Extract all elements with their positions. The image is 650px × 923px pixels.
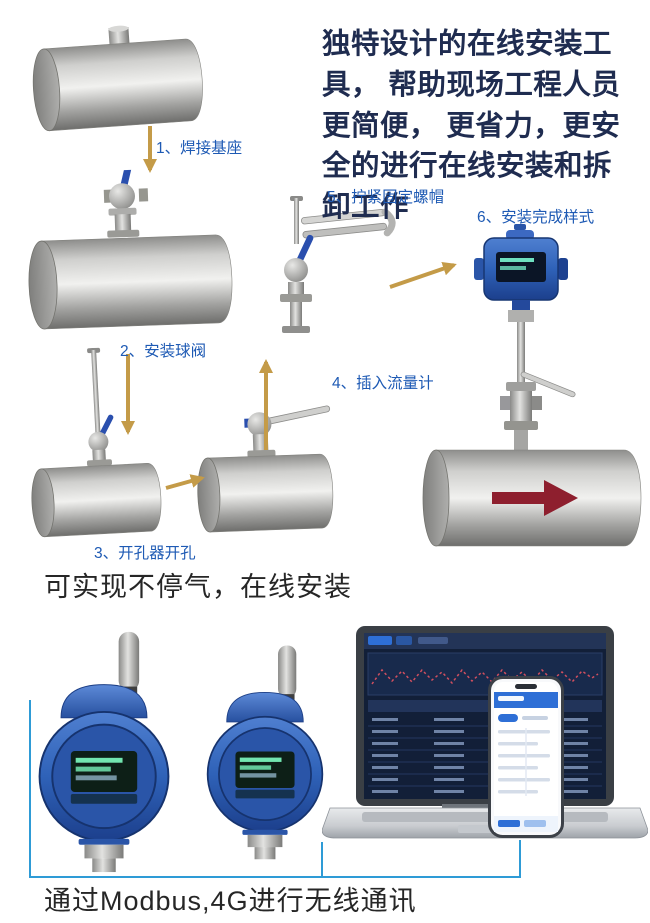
step-label-1: 1、焊接基座	[156, 140, 243, 157]
laptop-screen	[356, 626, 614, 806]
app-header	[494, 692, 558, 708]
laptop-base	[322, 804, 648, 839]
step-label-2: 2、安装球阀	[120, 343, 207, 360]
gas-detector-2	[192, 642, 338, 861]
bottom-fitting	[78, 838, 130, 873]
pipe-body	[197, 453, 334, 533]
pipe-with-valve	[28, 166, 233, 330]
detector-figure	[206, 645, 324, 860]
pipe-with-lever-valve	[197, 405, 334, 533]
illustration-step5-tighten-nut	[230, 196, 398, 348]
illustration-step4-insert-meter	[191, 390, 341, 550]
ball-valve	[103, 166, 149, 238]
illustration-step6-complete	[420, 224, 646, 548]
caption-online-install: 可实现不停气，在线安装	[44, 572, 352, 602]
weld-boss	[108, 25, 130, 47]
smartphone	[488, 676, 564, 838]
detector-figure	[38, 631, 170, 873]
bottom-fitting	[242, 829, 288, 860]
installed-flow-meter	[422, 224, 642, 547]
antenna	[118, 631, 140, 696]
pipe-body	[32, 38, 203, 132]
step-label-6: 6、安装完成样式	[477, 209, 595, 226]
drill-rod	[87, 347, 101, 436]
lcd-screen	[496, 252, 546, 282]
pipe-with-drill	[31, 347, 162, 538]
dashboard-chart	[367, 652, 603, 696]
small-valve	[86, 414, 114, 467]
valve-with-fork-tool	[280, 196, 396, 333]
laptop	[322, 626, 648, 858]
lcd-screen	[235, 751, 295, 799]
lcd-screen	[70, 751, 138, 804]
antenna	[278, 645, 297, 702]
insertion-stem	[500, 310, 576, 450]
illustration-step1-welded-base	[22, 18, 209, 142]
app-footer	[494, 816, 558, 832]
gas-detector-1	[22, 628, 186, 874]
caption-communication: 通过Modbus,4G进行无线通讯	[44, 886, 417, 916]
illustration-step2-ball-valve	[17, 166, 241, 342]
lever-valve	[244, 405, 331, 458]
pipe-body	[31, 462, 162, 538]
fork-wrench-tool	[301, 208, 396, 239]
flow-direction-arrow	[492, 480, 578, 516]
intro-text: 独特设计的在线安装工具， 帮助现场工程人员更简便， 更省力，更安全的进行在线安装…	[322, 28, 621, 223]
step-label-3: 3、开孔器开孔	[94, 545, 196, 562]
illustration-step3-hole-opener	[19, 344, 171, 543]
valve-assembly	[280, 234, 314, 333]
step-label-5: 5、拧紧固定螺帽	[327, 189, 445, 206]
step-label-4: 4、插入流量计	[332, 375, 434, 392]
transmitter-head	[474, 224, 568, 310]
laptop-figure	[322, 626, 648, 839]
insertion-rod	[290, 196, 303, 244]
pipe-with-boss	[32, 25, 203, 132]
phone-notch	[515, 684, 537, 689]
pipe-body	[28, 234, 233, 330]
phone-figure	[488, 676, 564, 838]
